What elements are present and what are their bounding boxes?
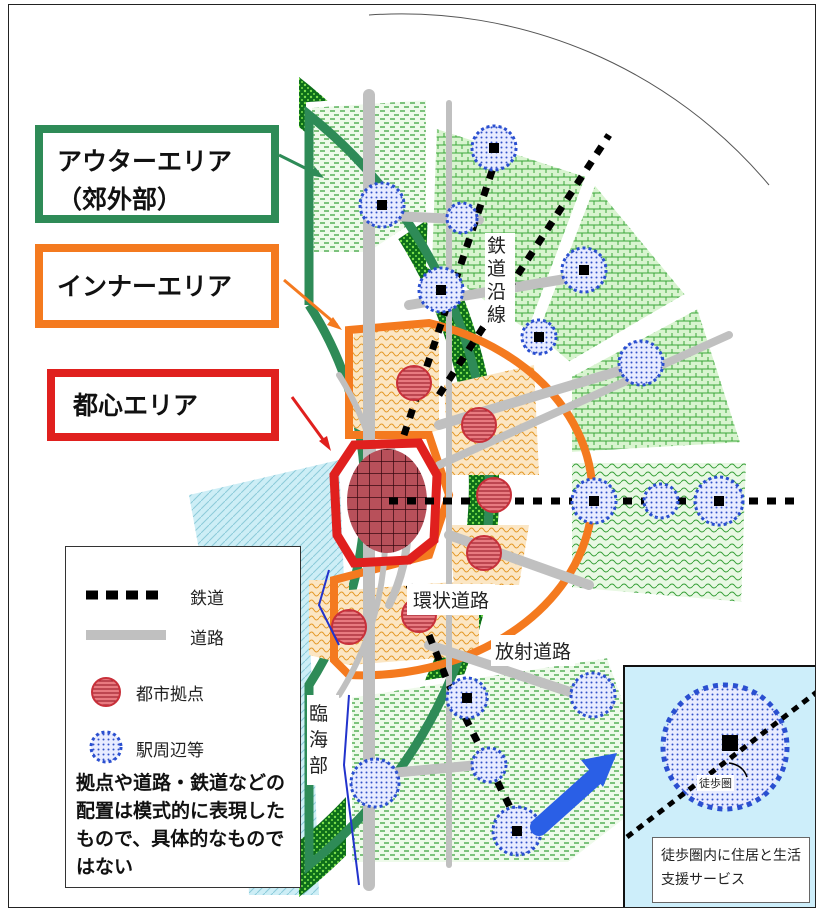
outer-area-label-line2: （郊外部） xyxy=(57,185,183,214)
railway-line-label: 鉄道沿線 xyxy=(485,233,515,329)
legend: 鉄道 道路 都市拠点 駅周辺等 拠点や道路・鉄道などの配置は模式的に表現したもの… xyxy=(65,546,301,888)
legend-railway-label: 鉄道 xyxy=(190,589,224,609)
legend-city-hub-label: 都市拠点 xyxy=(136,685,204,705)
ring-road-label: 環状道路 xyxy=(407,584,496,615)
center-area-boundary xyxy=(329,438,442,568)
center-area-label-box: 都心エリア xyxy=(47,369,279,441)
inner-area-boundary xyxy=(330,318,597,680)
city-hubs xyxy=(331,365,512,645)
walking-zone-label: 徒歩圏 xyxy=(697,775,734,791)
inset-diagram xyxy=(625,682,815,839)
legend-symbols xyxy=(86,590,166,764)
diagram-frame: アウターエリア （郊外部） インナーエリア 都心エリア 鉄道沿線 環状道路 放射… xyxy=(8,4,816,908)
walking-zone-inset: 徒歩圏 徒歩圏内に住居と生活支援サービス xyxy=(623,665,815,907)
center-area-label: 都心エリア xyxy=(73,391,199,420)
station-area-icon xyxy=(89,730,123,764)
outer-area-label-line1: アウターエリア xyxy=(57,147,233,176)
station-markers xyxy=(377,143,724,836)
center-hub-grid xyxy=(347,449,427,553)
radial-road-label: 放射道路 xyxy=(491,635,576,666)
legend-note: 拠点や道路・鉄道などの配置は模式的に表現したもので、具体的なものではない xyxy=(76,772,286,878)
waterfront-label: 臨海部 xyxy=(307,695,339,785)
inner-area-label-box: インナーエリア xyxy=(35,244,279,328)
inset-caption: 徒歩圏内に住居と生活支援サービス xyxy=(652,837,810,903)
outer-boundary-line xyxy=(368,13,770,186)
legend-road-label: 道路 xyxy=(190,629,224,649)
arrow-icon xyxy=(530,753,617,836)
river-lines xyxy=(317,569,360,886)
legend-station-area-label: 駅周辺等 xyxy=(136,741,204,761)
city-hub-icon xyxy=(91,677,121,707)
inner-area-label: インナーエリア xyxy=(57,272,233,301)
area-pointer-arrows xyxy=(278,153,342,451)
urban-structure-map xyxy=(189,13,799,897)
outer-area-label-box: アウターエリア （郊外部） xyxy=(35,125,279,223)
